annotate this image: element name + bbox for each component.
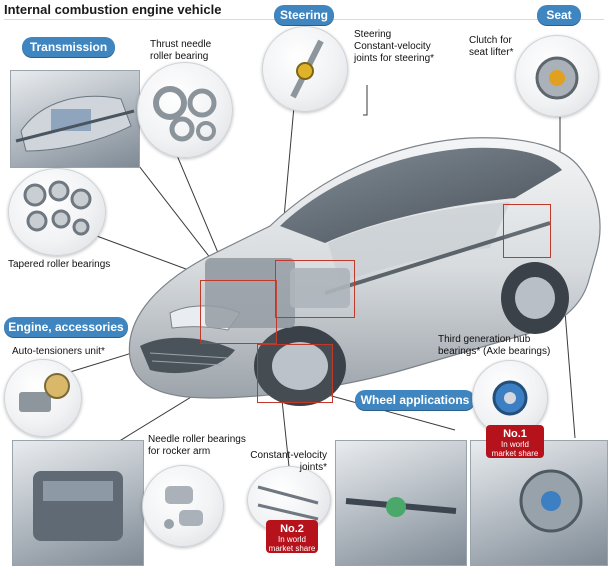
page-title: Internal combustion engine vehicle bbox=[4, 2, 222, 17]
needle-roller-image bbox=[142, 465, 224, 547]
caption-steering-line1: Steering bbox=[354, 29, 392, 40]
caption-seat: Clutch for seat lifter* bbox=[469, 35, 513, 59]
tapered-bearings-image bbox=[8, 168, 106, 256]
section-wheel-applications[interactable]: Wheel applications bbox=[355, 390, 475, 410]
hub-badge-rank: No.1 bbox=[503, 428, 527, 440]
auto-tensioner-image bbox=[4, 359, 82, 437]
caption-thrust-line2: roller bearing bbox=[150, 51, 209, 62]
hub-photo bbox=[470, 440, 608, 566]
caption-steering-line3: joints for steering* bbox=[354, 53, 435, 64]
caption-steering: Steering Constant-velocity joints for st… bbox=[354, 29, 434, 65]
highlight-front-wheel bbox=[257, 344, 333, 403]
caption-steering-line2: Constant-velocity bbox=[354, 41, 431, 52]
hub-badge-line2: market share bbox=[491, 449, 539, 458]
caption-hub-line2: bearings* (Axle bearings) bbox=[438, 346, 551, 357]
caption-hub-bearing: Third generation hub bearings* (Axle bea… bbox=[438, 334, 550, 358]
caption-seat-line2: seat lifter* bbox=[469, 47, 514, 58]
highlight-rear-wheel bbox=[503, 204, 551, 258]
section-steering[interactable]: Steering bbox=[274, 5, 334, 25]
section-transmission[interactable]: Transmission bbox=[22, 37, 115, 57]
highlight-engine bbox=[200, 280, 277, 344]
caption-needle-roller: Needle roller bearings for rocker arm bbox=[148, 434, 246, 458]
cv-badge-line1: In world bbox=[277, 535, 306, 544]
caption-thrust-line1: Thrust needle bbox=[150, 39, 212, 50]
cv-badge-rank: No.2 bbox=[280, 523, 304, 535]
engine-photo bbox=[12, 440, 144, 566]
caption-tapered-bearings: Tapered roller bearings bbox=[8, 259, 111, 270]
section-seat[interactable]: Seat bbox=[537, 5, 581, 25]
caption-auto-tensioner: Auto-tensioners unit* bbox=[12, 346, 105, 357]
caption-cv-joints: Constant-velocity joints* bbox=[247, 450, 327, 474]
caption-cv-line1: Constant-velocity bbox=[250, 450, 327, 461]
hub-bearing-image bbox=[472, 360, 548, 436]
car-illustration bbox=[128, 137, 601, 406]
caption-hub-line1: Third generation hub bbox=[438, 334, 531, 345]
caption-seat-line1: Clutch for bbox=[469, 35, 512, 46]
thrust-bearing-image bbox=[137, 62, 233, 158]
cv-badge-line2: market share bbox=[268, 544, 316, 553]
cv-market-badge: No.2 In world market share bbox=[266, 520, 318, 553]
hub-market-badge: No.1 In world market share bbox=[486, 425, 544, 458]
caption-needle-line1: Needle roller bearings bbox=[148, 434, 246, 445]
caption-needle-line2: for rocker arm bbox=[148, 446, 211, 457]
suspension-photo bbox=[335, 440, 467, 566]
highlight-transmission bbox=[275, 260, 355, 318]
seat-clutch-image bbox=[515, 35, 599, 117]
section-engine-accessories[interactable]: Engine, accessories bbox=[4, 317, 128, 337]
caption-thrust-bearing: Thrust needle roller bearing bbox=[150, 39, 211, 63]
steering-joint-image bbox=[262, 26, 348, 112]
transmission-photo bbox=[10, 70, 140, 168]
caption-cv-line2: joints* bbox=[299, 462, 327, 473]
hub-badge-line1: In world bbox=[500, 440, 529, 449]
